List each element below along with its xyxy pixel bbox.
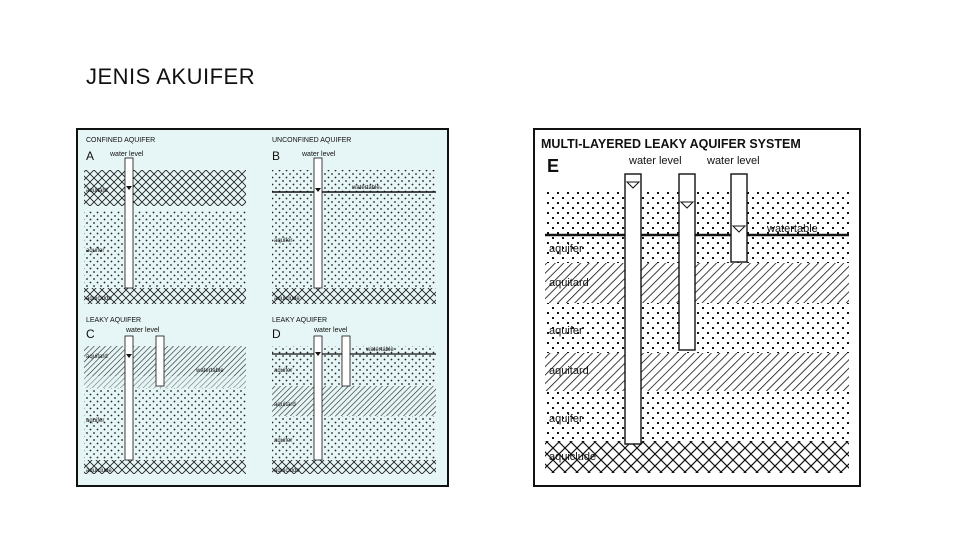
panel-a-aquiclude-label: aquiclude [86, 296, 112, 302]
layer-label-aquifer-1: aquifer [549, 243, 583, 255]
water-level-marker [315, 352, 321, 356]
aquifer-layer [84, 388, 246, 460]
panel-d-aquiclude-label: aquiclude [274, 468, 300, 474]
layer-label-aquitard-2: aquitard [549, 365, 589, 377]
water-level-marker [679, 201, 695, 209]
well-pipe-shallow [730, 173, 748, 263]
aquifer-layer [272, 346, 436, 386]
well-pipe [124, 157, 134, 289]
water-level-marker [625, 181, 641, 189]
panel-c-watertable-label: watertable [195, 368, 224, 374]
aquifer-types-figure: CONFINED AQUIFER A water level aquitard … [76, 128, 449, 487]
aquifer-layer [545, 391, 849, 441]
aquitard-layer [84, 170, 246, 206]
aquitard-layer [272, 386, 436, 416]
leaky-layer [84, 376, 246, 388]
panel-a-title: CONFINED AQUIFER [86, 137, 155, 144]
panel-a-aquifer-label: aquifer [86, 248, 104, 254]
layer-label-aquifer-3: aquifer [549, 413, 583, 425]
aquiclude-layer [84, 288, 246, 304]
water-level-marker [126, 186, 132, 190]
panel-c-water-level-label: water level [125, 327, 160, 334]
aquifer-layer [272, 416, 436, 460]
panel-a-water-level-label: water level [109, 151, 144, 158]
panel-d-water-level-label: water level [313, 327, 348, 334]
layer-label-aquiclude: aquiclude [549, 451, 596, 463]
panel-c: LEAKY AQUIFER C water level aquitard wat… [84, 317, 246, 474]
multi-layered-aquifer-diagram: MULTI-LAYERED LEAKY AQUIFER SYSTEM E wat… [541, 137, 849, 473]
aquifer-layer [545, 303, 849, 353]
panel-b-title: UNCONFINED AQUIFER [272, 137, 351, 144]
well-pipe [313, 335, 323, 461]
well-pipe [341, 335, 351, 387]
aquifer-types-diagram: CONFINED AQUIFER A water level aquitard … [84, 137, 436, 474]
aquiclude-layer [272, 460, 436, 474]
well-pipe [155, 335, 165, 387]
panel-c-letter: C [86, 327, 95, 341]
panel-a-aquitard-label: aquitard [86, 188, 108, 194]
aquifer-layer [545, 235, 849, 263]
panel-c-aquifer-label: aquifer [86, 418, 104, 424]
well-pipe-deep [624, 173, 642, 445]
panel-b-water-level-label: water level [301, 151, 336, 158]
aquitard-layer [545, 263, 849, 303]
panel-d-aquitard-label: aquitard [274, 402, 296, 408]
panel-d-watertable-label: watertable [365, 347, 394, 353]
well-pipe [313, 157, 323, 289]
water-level-label-2: water level [706, 155, 760, 167]
panel-d-title: LEAKY AQUIFER [272, 317, 327, 324]
panel-d-aquifer-label: aquifer [274, 368, 292, 374]
aquiclude-layer [545, 441, 849, 473]
aquifer-layer [545, 190, 849, 235]
panel-c-aquiclude-label: aquiclude [86, 468, 112, 474]
aquifer-layer [84, 210, 246, 288]
panel-d: LEAKY AQUIFER D water level watertable a… [272, 317, 436, 474]
figure-e-letter: E [547, 156, 559, 176]
panel-c-title: LEAKY AQUIFER [86, 317, 141, 324]
water-level-marker [731, 225, 747, 233]
panel-b-aquiclude-label: aquiclude [274, 296, 300, 302]
multi-layered-aquifer-figure: MULTI-LAYERED LEAKY AQUIFER SYSTEM E wat… [533, 128, 861, 487]
aquitard-layer [84, 346, 246, 376]
well-pipe [124, 335, 134, 461]
panel-a-letter: A [86, 149, 94, 163]
aquitard-layer [545, 353, 849, 391]
figure-e-title: MULTI-LAYERED LEAKY AQUIFER SYSTEM [541, 137, 801, 151]
panel-b-watertable-label: watertable [351, 185, 380, 191]
panel-b: UNCONFINED AQUIFER B water level waterta… [272, 137, 436, 304]
panel-c-aquitard-label: aquitard [86, 354, 108, 360]
watertable-label: watertable [766, 223, 818, 235]
water-level-marker [315, 188, 321, 192]
well-pipe-middle [678, 173, 696, 351]
layer-label-aquifer-2: aquifer [549, 325, 583, 337]
water-level-label-1: water level [628, 155, 682, 167]
panel-b-aquifer-label: aquifer [274, 238, 292, 244]
panel-b-letter: B [272, 149, 280, 163]
panel-d-aquifer-2-label: aquifer [274, 438, 292, 444]
aquiclude-layer [84, 460, 246, 474]
panel-d-letter: D [272, 327, 281, 341]
panel-a: CONFINED AQUIFER A water level aquitard … [84, 137, 246, 304]
aquiclude-layer [272, 288, 436, 304]
slide-title: JENIS AKUIFER [86, 64, 256, 89]
aquifer-layer [272, 170, 436, 288]
layer-label-aquitard-1: aquitard [549, 277, 589, 289]
water-level-marker [126, 354, 132, 358]
